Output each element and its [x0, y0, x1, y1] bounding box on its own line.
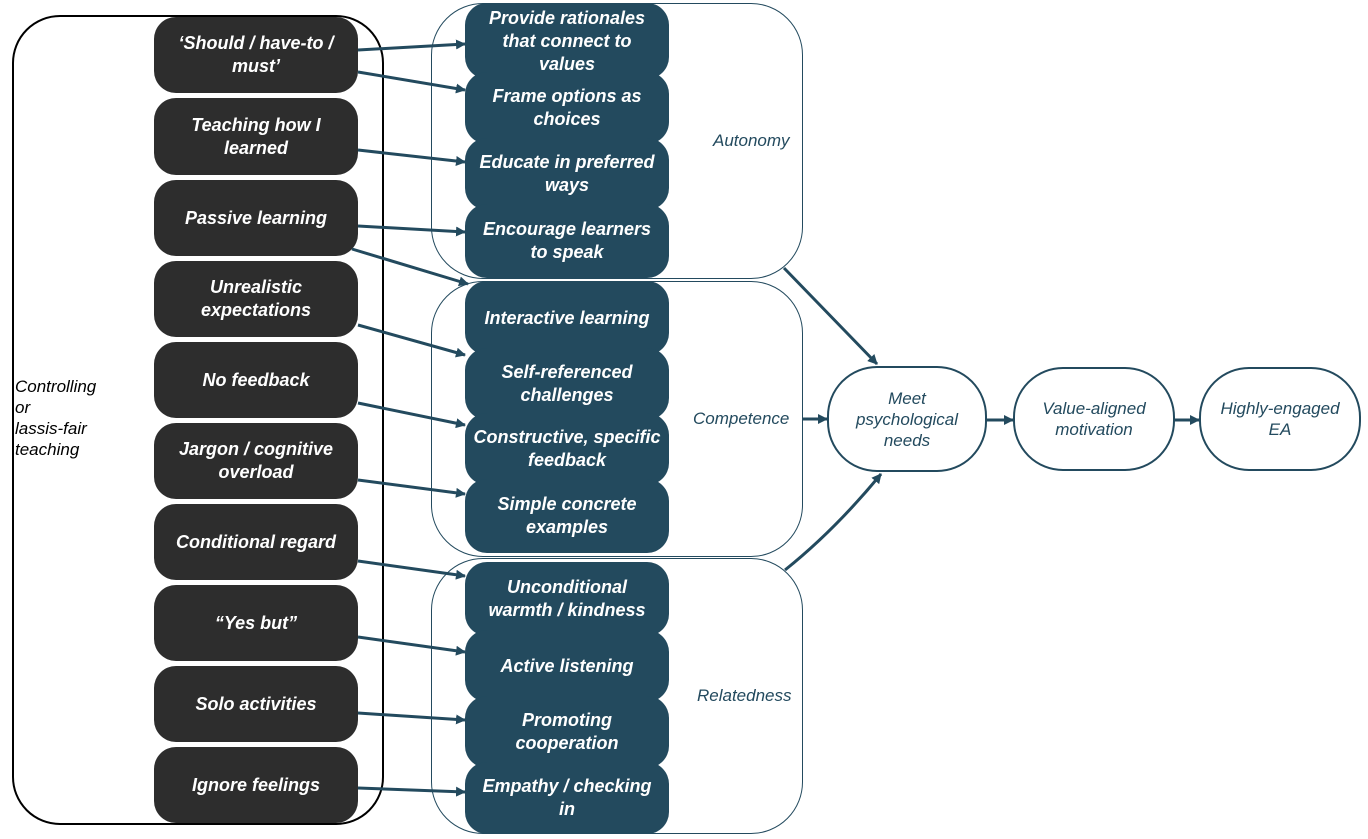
autonomy-label: Autonomy — [713, 131, 790, 150]
node-choices: Frame options as choices — [465, 72, 669, 144]
node-interactive: Interactive learning — [465, 281, 669, 355]
label-line: Controlling — [15, 377, 97, 396]
node-preferred: Educate in preferred ways — [465, 138, 669, 210]
node-self-ref: Self-referenced challenges — [465, 348, 669, 420]
node-should: ‘Should / have-to / must’ — [154, 17, 358, 93]
node-rationales: Provide rationales that connect to value… — [465, 3, 669, 79]
node-warmth: Unconditional warmth / kindness — [465, 562, 669, 636]
label-line: teaching — [15, 440, 80, 459]
node-empathy: Empathy / checking in — [465, 762, 669, 834]
node-ignore: Ignore feelings — [154, 747, 358, 823]
node-constructive: Constructive, specific feedback — [465, 413, 669, 485]
node-no-feedback: No feedback — [154, 342, 358, 418]
node-listening: Active listening — [465, 630, 669, 702]
controlling-teaching-label: Controlling or lassis-fair teaching — [15, 376, 135, 460]
node-cooperation: Promoting cooperation — [465, 696, 669, 768]
node-speak: Encourage learners to speak — [465, 204, 669, 278]
node-yes-but: “Yes but” — [154, 585, 358, 661]
node-examples: Simple concrete examples — [465, 479, 669, 553]
competence-label: Competence — [693, 409, 790, 428]
label-line: lassis-fair — [15, 419, 87, 438]
node-engaged: Highly-engaged EA — [1199, 367, 1361, 471]
node-passive: Passive learning — [154, 180, 358, 256]
label-line: or — [15, 398, 31, 417]
node-motivation: Value-aligned motivation — [1013, 367, 1175, 471]
node-teaching-how: Teaching how I learned — [154, 98, 358, 175]
node-meet-needs: Meet psychological needs — [827, 366, 987, 472]
node-solo: Solo activities — [154, 666, 358, 742]
node-unrealistic: Unrealistic expectations — [154, 261, 358, 337]
relatedness-label: Relatedness — [697, 686, 792, 705]
node-jargon: Jargon / cognitive overload — [154, 423, 358, 499]
node-conditional: Conditional regard — [154, 504, 358, 580]
